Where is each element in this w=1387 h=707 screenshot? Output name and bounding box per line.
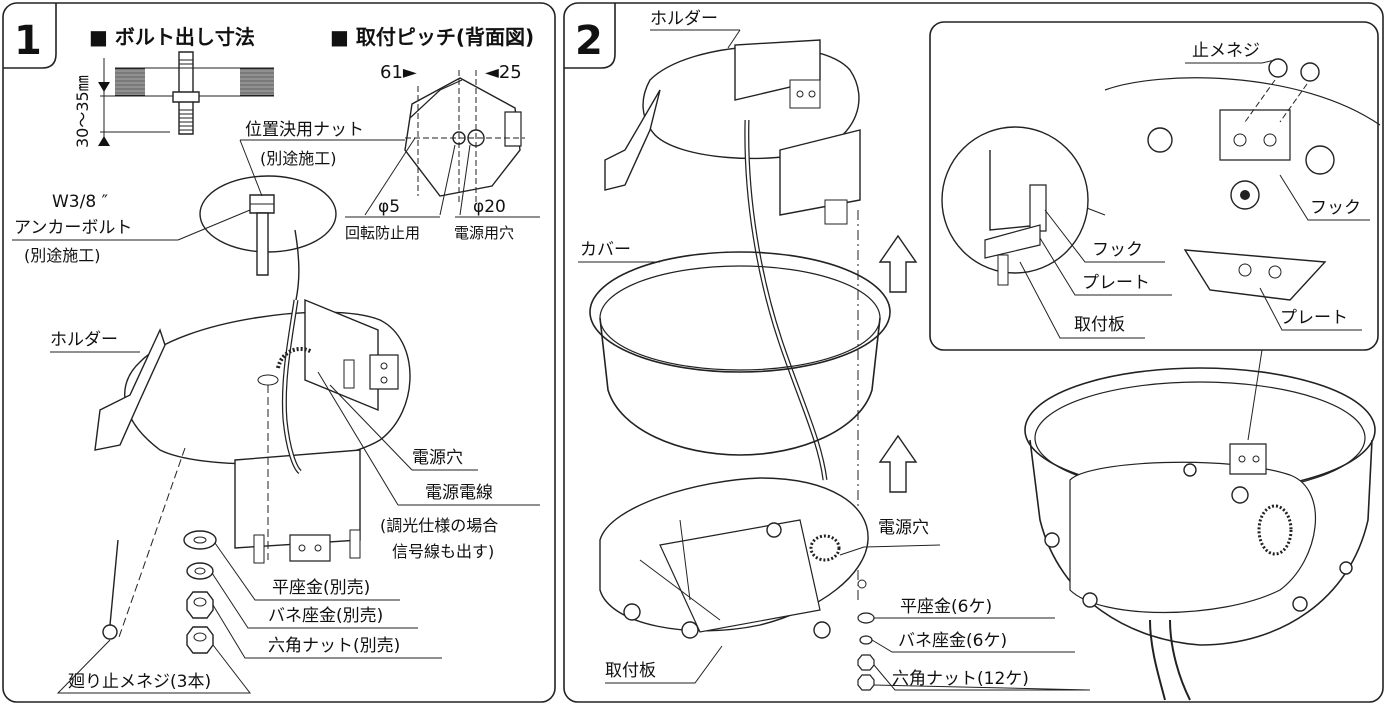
spring-washer-label: バネ座金(別売) xyxy=(268,606,383,626)
spring-washer-label-2: バネ座金(6ケ) xyxy=(898,631,1007,651)
panel-1-frame xyxy=(3,3,555,702)
panel-2-frame xyxy=(564,3,1383,702)
hex-nut-label-2: 六角ナット(12ケ) xyxy=(892,669,1029,689)
stop-screw-label: 止メネジ xyxy=(1192,41,1260,61)
anti-rotation-screw-label: 廻り止メネジ(3本) xyxy=(68,672,211,692)
hook-label-right: フック xyxy=(1310,198,1361,218)
flat-washer-label: 平座金(別売) xyxy=(272,578,370,598)
positioning-nut-note: (別途施工) xyxy=(260,149,337,168)
mount-plate-label-inset: 取付板 xyxy=(1074,315,1125,335)
mount-plate-label: 取付板 xyxy=(605,661,656,681)
cover-label: カバー xyxy=(580,240,631,260)
pitch-25: ◄25 xyxy=(485,62,522,83)
hook-label: フック xyxy=(1092,240,1143,260)
detail-inset xyxy=(930,22,1380,350)
power-hole-label: 電源穴 xyxy=(412,448,463,468)
anti-rotation-label: 回転防止用 xyxy=(345,224,420,242)
hardware-stack-2 xyxy=(858,613,874,690)
phi20-label: φ20 xyxy=(473,197,506,217)
assembled-fixture-drawing xyxy=(1025,350,1375,700)
hex-nut-label: 六角ナット(別売) xyxy=(268,636,400,656)
holder-label: ホルダー xyxy=(50,330,118,350)
positioning-nut-label: 位置決用ナット xyxy=(245,120,364,140)
panel-1-number: 1 xyxy=(14,18,42,64)
bolt-dimension-heading: ■ ボルト出し寸法 xyxy=(89,25,255,49)
anchor-bolt-note: (別途施工) xyxy=(24,246,101,265)
power-hole-size-label: 電源用穴 xyxy=(454,224,514,242)
bolt-section-drawing xyxy=(98,52,274,146)
holder-label-2: ホルダー xyxy=(650,9,718,29)
bolt-length-dimension: 30〜35㎜ xyxy=(73,75,92,148)
dimmer-note-2: 信号線も出す) xyxy=(392,542,494,561)
panel-2: 2 ホルダー カバー xyxy=(564,3,1383,702)
power-hole-label-2: 電源穴 xyxy=(878,518,929,538)
anchor-bolt-label: アンカーボルト xyxy=(14,218,132,238)
holder-drawing xyxy=(95,300,410,640)
power-wire-label: 電源電線 xyxy=(425,483,493,503)
mounting-plate-drawing xyxy=(600,478,868,638)
panel-2-number-tab xyxy=(564,3,615,68)
plate-label: プレート xyxy=(1082,273,1150,293)
plate-label-right: プレート xyxy=(1280,308,1348,328)
panel-1-number-tab xyxy=(3,3,56,68)
dimmer-note-1: (調光仕様の場合 xyxy=(380,516,498,535)
pitch-61: 61► xyxy=(380,62,417,83)
mounting-pitch-drawing xyxy=(365,70,525,215)
mounting-pitch-heading: ■ 取付ピッチ(背面図) xyxy=(330,25,534,49)
phi5-label: φ5 xyxy=(378,197,400,217)
flat-washer-label-2: 平座金(6ケ) xyxy=(900,597,992,617)
hardware-stack xyxy=(103,531,216,653)
panel-1: 1 ■ ボルト出し寸法 ■ 取付ピッチ(背面図) 30〜35㎜ xyxy=(3,3,555,702)
cover-drawing xyxy=(590,252,890,455)
panel-2-number: 2 xyxy=(575,18,603,64)
anchor-bolt-size: W3/8 ″ xyxy=(52,192,108,212)
anchor-bolt-drawing xyxy=(200,176,336,300)
